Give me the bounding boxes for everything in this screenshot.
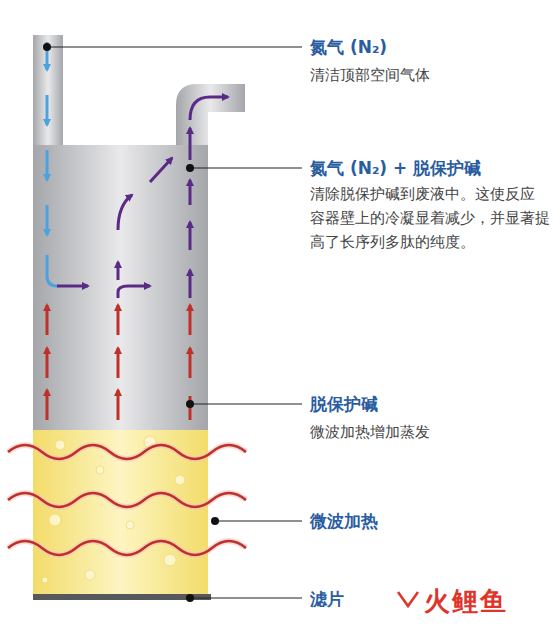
nitrogen-arrows <box>46 42 49 235</box>
note-label: 清洁顶部空间气体 <box>310 63 550 87</box>
heading-label: 氮气 (N₂) + 脱保护碱 <box>310 157 550 180</box>
heading-label: 微波加热 <box>310 510 550 533</box>
wave-line <box>8 541 246 555</box>
vessel-body <box>33 145 208 595</box>
inlet-tube <box>33 35 63 150</box>
wave-line <box>8 493 246 507</box>
heading-label: 氮气 (N₂) <box>310 36 550 59</box>
wave-line <box>8 445 246 459</box>
watermark-icon <box>398 592 418 606</box>
filter <box>33 594 211 600</box>
note-label: 清除脱保护碱到废液中。这使反应 容器壁上的冷凝显着减少，并显著提高了长序列多肽的… <box>310 182 554 254</box>
wave-line <box>8 541 246 555</box>
note-label: 微波加热增加蒸发 <box>310 420 550 444</box>
base-arrows <box>47 305 190 420</box>
heading-label: 脱保护碱 <box>310 393 550 416</box>
leader-lines <box>47 47 302 598</box>
watermark: 火鲤鱼 <box>424 584 554 619</box>
microwave-waves <box>8 445 246 555</box>
leader-dots <box>43 43 219 602</box>
outlet-tube <box>176 84 245 150</box>
wave-line <box>8 445 246 459</box>
wave-line <box>8 493 246 507</box>
nitrogen-turn <box>47 255 57 286</box>
mixed-arrows <box>57 97 228 298</box>
